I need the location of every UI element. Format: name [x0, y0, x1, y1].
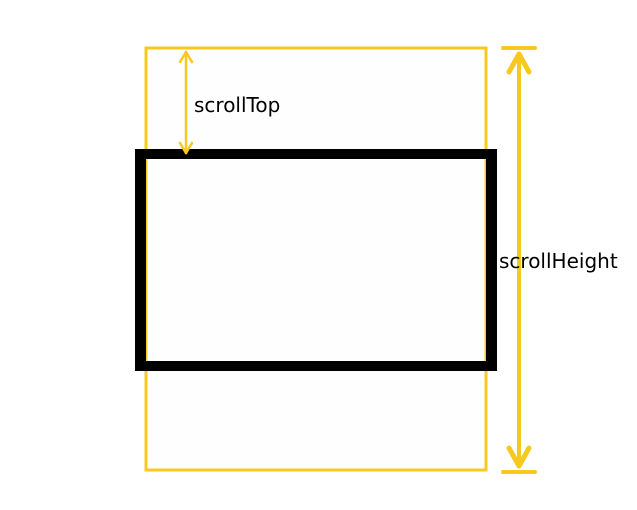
scroll-height-label: scrollHeight	[499, 249, 618, 273]
scroll-height-arrowhead-down	[506, 445, 532, 469]
viewport-bottom-edge	[135, 361, 497, 371]
viewport-left-edge	[135, 149, 146, 371]
viewport-right-edge	[486, 149, 497, 371]
scroll-top-arrowhead-down	[178, 141, 194, 155]
scroll-top-arrow	[171, 46, 201, 155]
scroll-height-arrow	[501, 46, 537, 474]
scroll-top-arrowhead-up	[178, 50, 194, 64]
viewport-top-edge	[135, 149, 497, 159]
scroll-height-arrowhead-up	[506, 51, 532, 75]
scroll-content-outline	[144, 46, 488, 472]
scroll-top-label: scrollTop	[194, 93, 280, 117]
viewport-frame	[135, 149, 497, 371]
